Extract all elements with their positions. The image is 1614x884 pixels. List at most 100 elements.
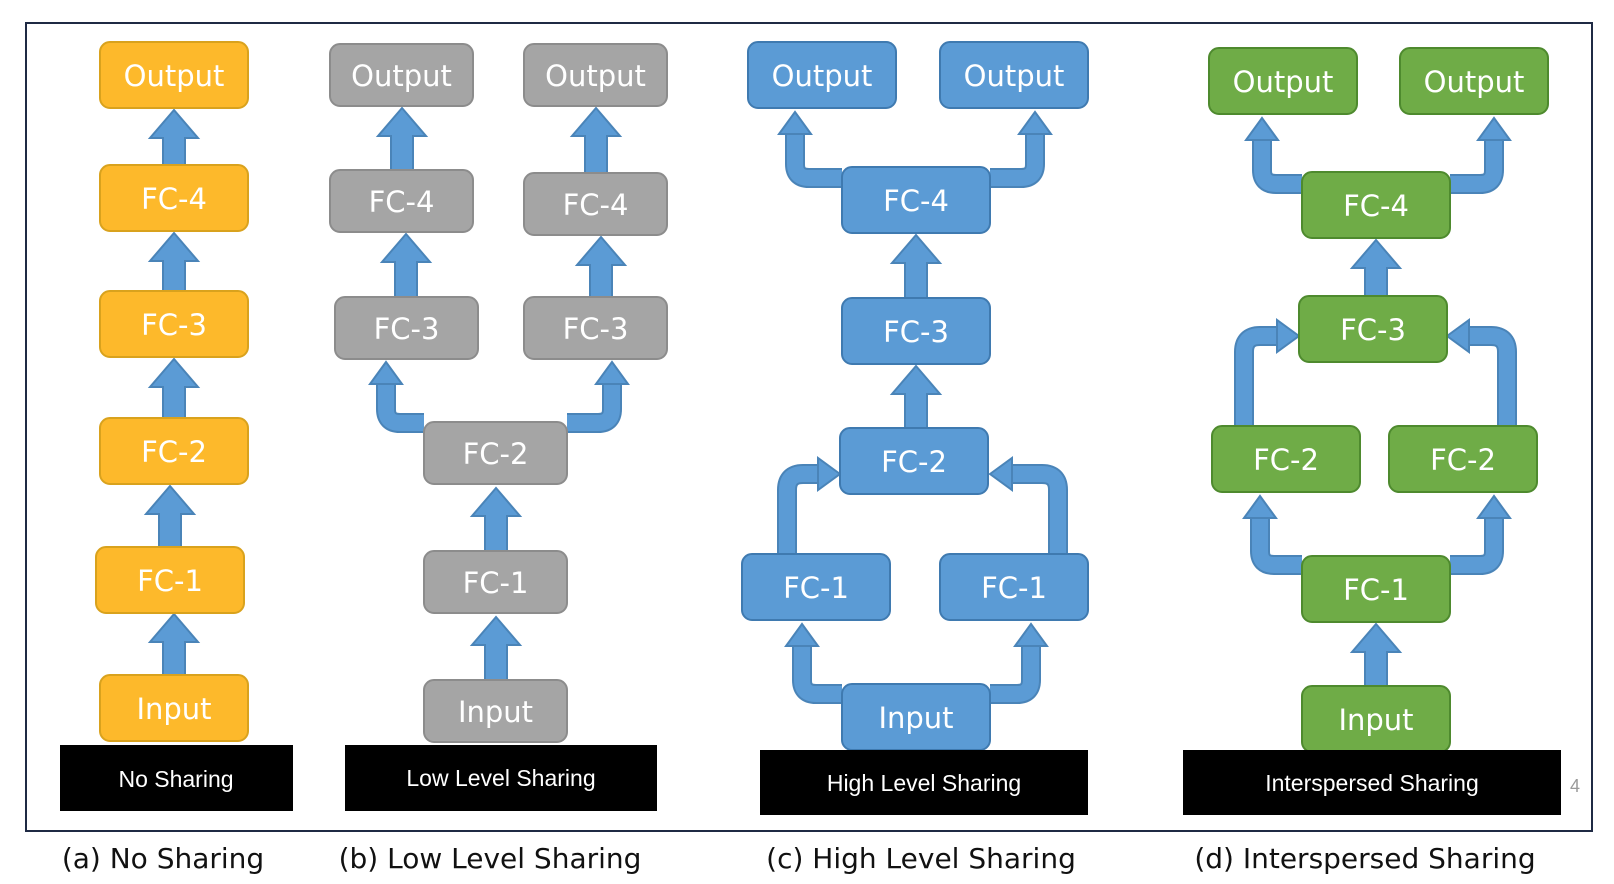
box-label: FC-4: [563, 188, 629, 222]
panel-b-fc4-box-1: FC-4: [329, 169, 474, 233]
panel-b-bar: Low Level Sharing: [345, 745, 657, 811]
arrow-b-bend-left: [368, 360, 424, 433]
box-label: Input: [1338, 703, 1413, 737]
box-label: FC-3: [563, 312, 629, 346]
box-label: FC-2: [141, 435, 207, 469]
arrow-d-2: [1349, 622, 1403, 687]
panel-c-fc4-box-1: FC-4: [841, 166, 991, 234]
page-number: 4: [1570, 776, 1580, 796]
box-label: Output: [1233, 65, 1334, 99]
box-label: FC-1: [783, 571, 849, 605]
panel-c-bar-label: High Level Sharing: [827, 770, 1021, 796]
arrow-a-5: [147, 612, 201, 676]
arrow-c-top-left: [777, 110, 842, 188]
panel-a-fc2-box-1: FC-2: [99, 417, 249, 485]
panel-c-fc1-box-1: FC-1: [741, 553, 891, 621]
box-label: FC-1: [137, 564, 203, 598]
box-label: Output: [1424, 65, 1525, 99]
panel-a-fc4-box-1: FC-4: [99, 164, 249, 232]
arrow-b-6: [469, 615, 523, 681]
arrow-c-mid-right: [988, 456, 1068, 554]
panel-d-fc2-box-1: FC-2: [1211, 425, 1361, 493]
panel-c-output-box-1: Output: [747, 41, 897, 109]
box-label: Output: [351, 59, 452, 93]
arrow-d-mid-right: [1445, 318, 1517, 426]
caption-a: (a) No Sharing: [62, 842, 264, 875]
arrow-d-bot-right: [1450, 494, 1512, 575]
box-label: FC-1: [981, 571, 1047, 605]
panel-c-fc2-box-1: FC-2: [839, 427, 989, 495]
panel-d-input-box-1: Input: [1301, 685, 1451, 753]
panel-b-bar-label: Low Level Sharing: [406, 765, 595, 791]
panel-b-input-box-1: Input: [423, 679, 568, 743]
caption-c: (c) High Level Sharing: [766, 842, 1076, 875]
panel-b-fc4-box-2: FC-4: [523, 172, 668, 236]
box-label: FC-3: [141, 308, 207, 342]
arrow-a-1: [147, 108, 201, 166]
arrow-d-top-right: [1450, 116, 1512, 194]
arrow-a-4: [143, 484, 197, 548]
box-label: FC-2: [463, 437, 529, 471]
panel-a-fc3-box-1: FC-3: [99, 290, 249, 358]
caption-b: (b) Low Level Sharing: [339, 842, 642, 875]
arrow-c-2: [889, 364, 943, 429]
box-label: FC-2: [1430, 443, 1496, 477]
panel-a-input-box-1: Input: [99, 674, 249, 742]
panel-b-fc3-box-2: FC-3: [523, 296, 668, 360]
panel-b-output-box-2: Output: [523, 43, 668, 107]
panel-b-output-box-1: Output: [329, 43, 474, 107]
arrow-c-bot-right: [990, 622, 1049, 704]
arrow-c-bot-left: [784, 622, 842, 704]
box-label: FC-1: [1343, 573, 1409, 607]
panel-a-fc1-box-1: FC-1: [95, 546, 245, 614]
panel-d-bar: Interspersed Sharing: [1183, 750, 1561, 815]
arrow-c-1: [889, 233, 943, 299]
caption-d: (d) Interspersed Sharing: [1194, 842, 1535, 875]
panel-c-bar: High Level Sharing: [760, 750, 1088, 815]
box-label: Input: [878, 701, 953, 735]
arrow-b-4: [574, 235, 628, 298]
panel-c-input-box-1: Input: [841, 683, 991, 751]
box-label: FC-4: [1343, 189, 1409, 223]
box-label: FC-2: [1253, 443, 1319, 477]
box-label: FC-3: [1340, 313, 1406, 347]
panel-a-output-box-1: Output: [99, 41, 249, 109]
box-label: FC-2: [881, 445, 947, 479]
panel-b-fc2-box-1: FC-2: [423, 421, 568, 485]
box-label: Output: [772, 59, 873, 93]
arrow-c-mid-left: [777, 456, 842, 554]
arrow-a-3: [147, 357, 201, 419]
panel-d-fc1-box-1: FC-1: [1301, 555, 1451, 623]
panel-a-bar-label: No Sharing: [118, 766, 233, 792]
arrows-layer: [143, 106, 1517, 704]
arrow-b-5: [469, 486, 523, 552]
box-label: FC-4: [141, 182, 207, 216]
box-label: FC-3: [883, 315, 949, 349]
arrow-c-top-right: [990, 110, 1053, 188]
box-label: Input: [136, 692, 211, 726]
arrow-b-3: [379, 232, 433, 298]
arrow-d-1: [1349, 238, 1403, 297]
arrow-a-2: [147, 231, 201, 292]
figure-frame: [25, 22, 1593, 832]
panel-b-fc1-box-1: FC-1: [423, 550, 568, 614]
box-label: Output: [545, 59, 646, 93]
box-label: FC-4: [369, 185, 435, 219]
panel-a-bar: No Sharing: [60, 745, 293, 811]
arrow-b-2: [569, 106, 623, 174]
panel-d-output-box-2: Output: [1399, 47, 1549, 115]
box-label: Input: [458, 695, 533, 729]
arrow-b-1: [375, 106, 429, 171]
panel-b-fc3-box-1: FC-3: [334, 296, 479, 360]
box-label: FC-4: [883, 184, 949, 218]
panel-c-output-box-2: Output: [939, 41, 1089, 109]
box-label: FC-3: [374, 312, 440, 346]
arrow-d-mid-left: [1234, 318, 1301, 426]
box-label: Output: [124, 59, 225, 93]
arrow-d-bot-left: [1242, 494, 1302, 575]
panel-c-fc1-box-2: FC-1: [939, 553, 1089, 621]
box-label: FC-1: [463, 566, 529, 600]
panel-d-fc4-box-1: FC-4: [1301, 171, 1451, 239]
